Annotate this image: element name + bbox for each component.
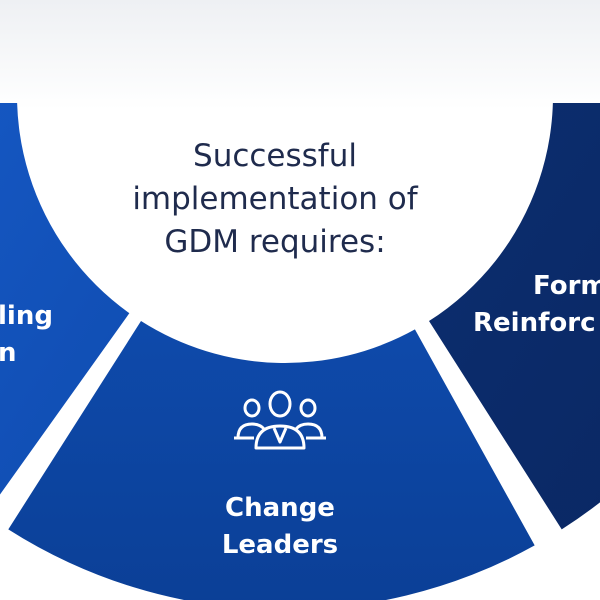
segment-bottom-label: Change Leaders [180, 490, 380, 564]
segment-bottom-line-1: Change [225, 493, 335, 523]
segment-right-line-2: Reinforc [473, 308, 596, 338]
segment-right [428, 103, 600, 530]
segment-bottom [8, 321, 535, 600]
title-line-1: Successful [193, 138, 357, 174]
segment-right-label: Form Reinforc [473, 268, 600, 342]
center-title: Successful implementation of GDM require… [0, 135, 550, 264]
segment-left-line-1: ling [0, 301, 53, 331]
segment-left-line-2: n [0, 338, 17, 368]
segment-right-line-1: Form [533, 271, 600, 301]
segment-left [0, 103, 130, 495]
people-group-icon [234, 390, 326, 450]
title-line-2: implementation of [132, 181, 418, 217]
segment-left-label: ling n [0, 298, 53, 372]
title-line-3: GDM requires: [164, 224, 386, 260]
segment-bottom-line-2: Leaders [221, 530, 339, 560]
